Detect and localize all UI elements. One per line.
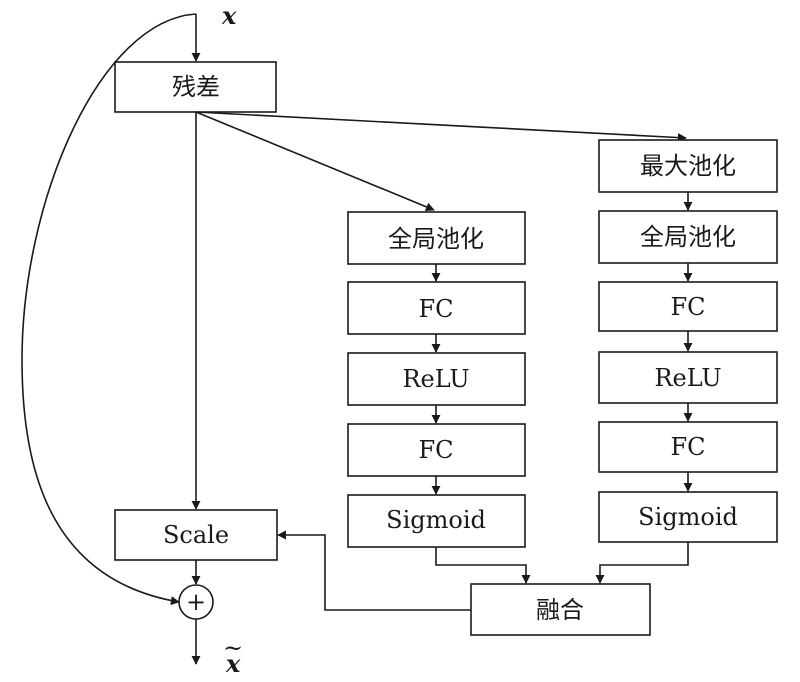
avg-fc2-box: FC — [347, 423, 526, 477]
residual-to-max-branch-arrow — [195, 111, 687, 143]
output-tilde: ~ — [223, 634, 243, 662]
max-fc2-label: FC — [670, 433, 705, 461]
residual-to-avg-branch-arrow — [195, 111, 435, 212]
max-global-pool-box: 全局池化 — [598, 210, 778, 264]
max-relu-box: ReLU — [598, 351, 778, 404]
avg-global-pool-box: 全局池化 — [347, 211, 526, 265]
max-pool-box: 最大池化 — [598, 139, 778, 193]
max-sigmoid-label: Sigmoid — [638, 503, 738, 531]
fusion-label: 融合 — [536, 596, 584, 624]
fusion-to-scale-arrow — [277, 530, 471, 611]
avg-fc1-box: FC — [347, 281, 526, 335]
output-label: x — [225, 649, 241, 678]
avg-relu-box: ReLU — [347, 352, 526, 406]
max-global-pool-label: 全局池化 — [640, 223, 736, 251]
add-node: + — [178, 584, 214, 620]
max-fc1-box: FC — [598, 281, 778, 332]
add-symbol: + — [186, 588, 206, 616]
max-fc1-label: FC — [670, 293, 705, 321]
scale-label: Scale — [163, 521, 229, 549]
input-label: x — [221, 1, 237, 30]
avg-fc2-label: FC — [418, 436, 453, 464]
fusion-box: 融合 — [470, 583, 651, 636]
avg-fc1-label: FC — [418, 295, 453, 323]
residual-label: 残差 — [172, 73, 220, 101]
max-pool-label: 最大池化 — [640, 152, 736, 180]
avg-global-pool-label: 全局池化 — [388, 225, 484, 253]
avg-to-fusion-arrow — [435, 547, 531, 584]
avg-sigmoid-box: Sigmoid — [347, 494, 526, 548]
scale-box: Scale — [114, 509, 278, 561]
max-fc2-box: FC — [598, 421, 778, 473]
residual-box: 残差 — [114, 61, 277, 113]
avg-sigmoid-label: Sigmoid — [386, 506, 486, 534]
max-sigmoid-box: Sigmoid — [598, 491, 778, 543]
max-relu-label: ReLU — [654, 364, 721, 392]
skip-connection-curve — [21, 13, 197, 606]
max-to-fusion-arrow — [595, 542, 689, 584]
avg-relu-label: ReLU — [402, 365, 469, 393]
